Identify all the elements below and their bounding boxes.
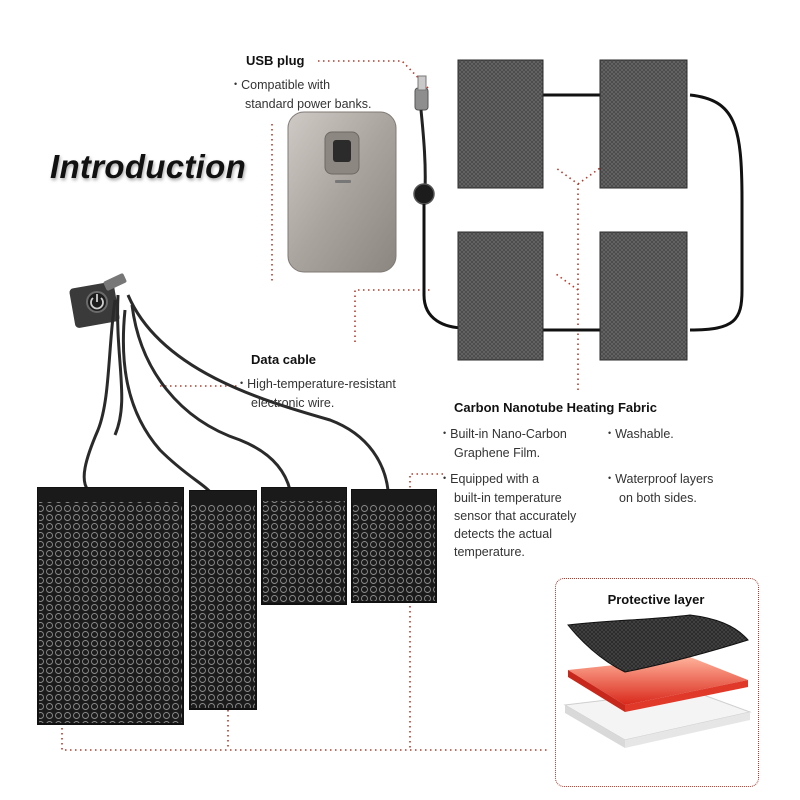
power-bank	[287, 111, 397, 273]
data-cable-description: High-temperature-resistant electronic wi…	[240, 375, 396, 412]
usb-plug-heading: USB plug	[246, 53, 305, 68]
fabric-bullet2-line2: built-in temperature	[454, 491, 562, 505]
fabric-bullet-sensor: Equipped with a built-in temperature sen…	[443, 470, 576, 561]
usb-plug-description: Compatible with standard power banks.	[234, 76, 371, 113]
fabric-bullet4-line1: Waterproof layers	[608, 472, 713, 486]
fabric-bullet1-line1: Built-in Nano-Carbon	[443, 427, 567, 441]
heating-pads	[37, 487, 437, 725]
fabric-bullet2-line3: sensor that accurately	[454, 509, 577, 523]
heating-pad-grid	[457, 59, 688, 361]
fabric-heading: Carbon Nanotube Heating Fabric	[454, 400, 657, 415]
circuit-wire	[540, 93, 744, 332]
fabric-bullet-washable: Washable.	[608, 425, 674, 444]
fabric-bullet1-line2: Graphene Film.	[454, 446, 541, 460]
fabric-bullet4-line2: on both sides.	[619, 491, 697, 505]
layer-stack	[563, 614, 752, 748]
fabric-bullet-graphene: Built-in Nano-Carbon Graphene Film.	[443, 425, 567, 462]
fabric-bullet2-line4: detects the actual	[454, 527, 552, 541]
fabric-bullet2-line5: temperature.	[454, 545, 525, 559]
data-cable-heading: Data cable	[251, 352, 317, 367]
fabric-bullet-waterproof: Waterproof layers on both sides.	[608, 470, 713, 507]
data-cable-line2: electronic wire.	[251, 396, 335, 410]
wire-bundle	[82, 294, 390, 493]
inline-controller	[413, 183, 435, 205]
fabric-bullet2-line1: Equipped with a	[443, 472, 539, 486]
fabric-bullet3: Washable.	[608, 427, 674, 441]
protective-layer-frame	[555, 578, 759, 787]
usb-plug-line1: Compatible with	[234, 78, 330, 92]
usb-plug	[414, 75, 429, 111]
usb-cable	[419, 109, 427, 191]
data-cable-line1: High-temperature-resistant	[240, 377, 396, 391]
switch-module	[69, 273, 127, 328]
protective-layer-heading: Protective layer	[607, 592, 705, 607]
page-title: Introduction	[50, 148, 247, 185]
usb-plug-line2: standard power banks.	[245, 97, 372, 111]
